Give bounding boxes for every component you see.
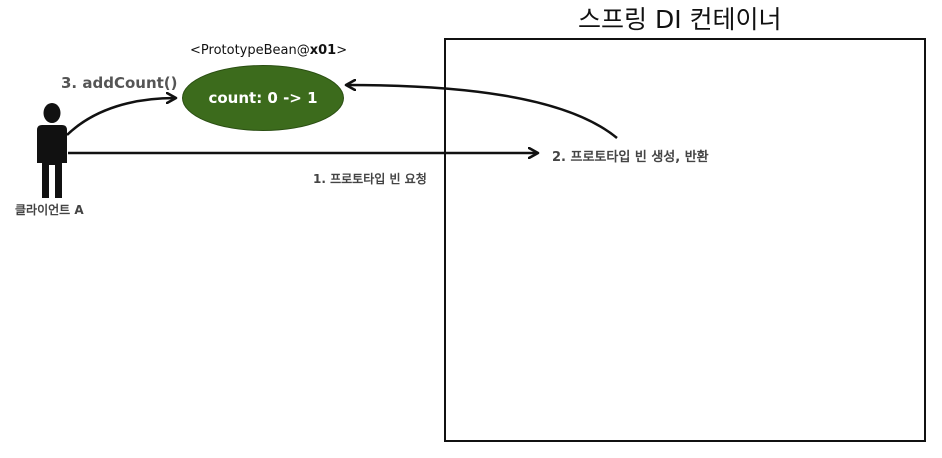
step1-label: 1. 프로토타입 빈 요청: [313, 172, 427, 186]
bean-header-id: x01: [309, 43, 337, 58]
addcount-arrow: [66, 98, 175, 136]
client-figure-icon: [37, 103, 67, 198]
di-container-box: [444, 38, 926, 442]
container-title: 스프링 DI 컨테이너: [578, 5, 782, 34]
bean-header: <PrototypeBean@x01>: [190, 43, 347, 58]
step3-label: 3. addCount(): [61, 74, 178, 92]
step2-label: 2. 프로토타입 빈 생성, 반환: [552, 150, 709, 165]
client-label: 클라이언트 A: [15, 203, 84, 217]
return-arrow: [347, 85, 618, 139]
bean-count-label: count: 0 -> 1: [208, 89, 318, 107]
bean-header-prefix: <PrototypeBean@: [190, 43, 310, 58]
prototype-bean-ellipse: count: 0 -> 1: [182, 65, 344, 131]
bean-header-suffix: >: [336, 43, 348, 58]
